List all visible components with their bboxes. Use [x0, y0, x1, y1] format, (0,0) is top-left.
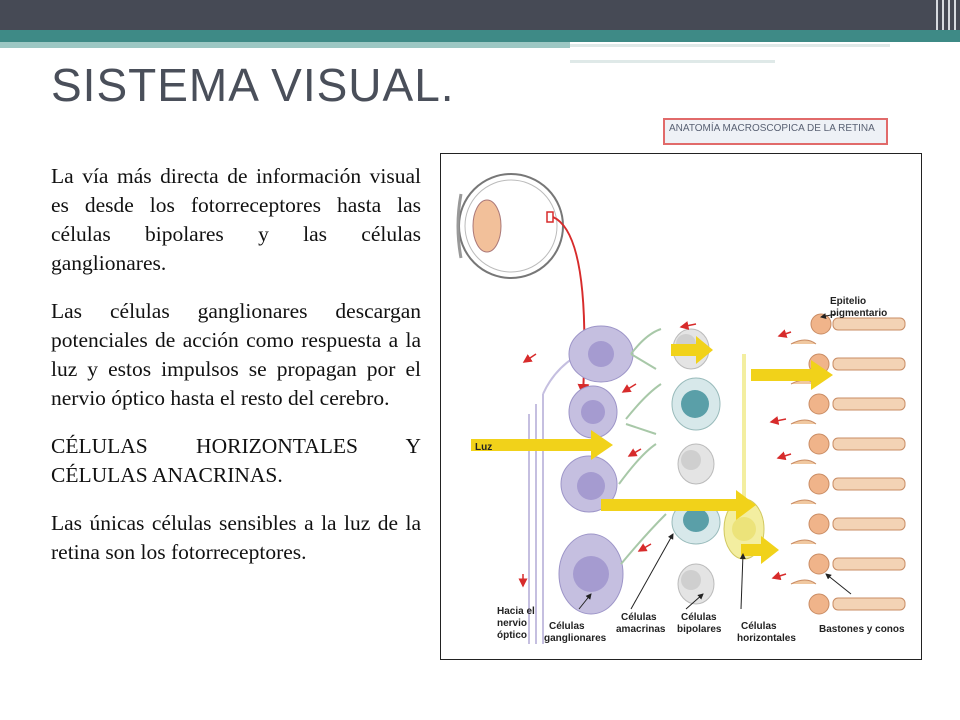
paragraph-3: CÉLULAS HORIZONTALES Y CÉLULAS ANACRINAS…	[51, 434, 421, 487]
label-celulas-3: Células	[681, 612, 717, 623]
retina-illustration: Epitelio pigmentario Luz Hacia el nervio…	[456, 173, 906, 644]
label-epitelio: Epitelio	[830, 296, 866, 307]
label-celulas-4: Células	[741, 621, 777, 632]
accent-band	[0, 30, 960, 42]
dendrites	[618, 328, 667, 565]
accent-line	[570, 44, 890, 47]
accent-line-2	[570, 60, 775, 63]
leader-lines	[578, 313, 852, 610]
label-bastones: Bastones y conos	[819, 624, 905, 635]
bipolar-cells	[671, 328, 721, 605]
paragraph-4: Las únicas células sensibles a la luz de…	[51, 511, 421, 564]
label-optico: óptico	[497, 630, 527, 641]
diagram-labels: Epitelio pigmentario Luz Hacia el nervio…	[475, 296, 905, 644]
corner-decoration	[932, 0, 960, 30]
retina-diagram: Epitelio pigmentario Luz Hacia el nervio…	[440, 153, 922, 660]
label-bipolares: bipolares	[677, 624, 722, 635]
label-luz: Luz	[475, 442, 492, 453]
signal-arrows	[518, 321, 792, 588]
accent-band-light	[0, 42, 570, 48]
paragraph-2: Las células ganglionares descargan poten…	[51, 299, 421, 410]
label-ganglionares: ganglionares	[544, 633, 607, 644]
label-celulas-1: Células	[549, 621, 585, 632]
slide-title: SISTEMA VISUAL.	[51, 59, 455, 111]
label-amacrinas: amacrinas	[616, 624, 666, 635]
label-nervio: nervio	[497, 618, 527, 629]
top-bar	[0, 0, 960, 30]
label-pigmentario: pigmentario	[830, 308, 887, 319]
label-hacia-el: Hacia el	[497, 606, 535, 617]
label-horizontales: horizontales	[737, 633, 796, 644]
horizontal-cell	[723, 354, 765, 560]
body-text: La vía más directa de información visual…	[51, 162, 421, 586]
paragraph-1: La vía más directa de información visual…	[51, 164, 421, 275]
figure-caption: ANATOMÍA MACROSCOPICA DE LA RETINA	[663, 118, 888, 145]
eye-illustration	[456, 173, 590, 396]
ganglion-cells	[558, 325, 634, 615]
label-celulas-2: Células	[621, 612, 657, 623]
photoreceptors	[790, 313, 906, 615]
light-arrows	[471, 336, 833, 564]
